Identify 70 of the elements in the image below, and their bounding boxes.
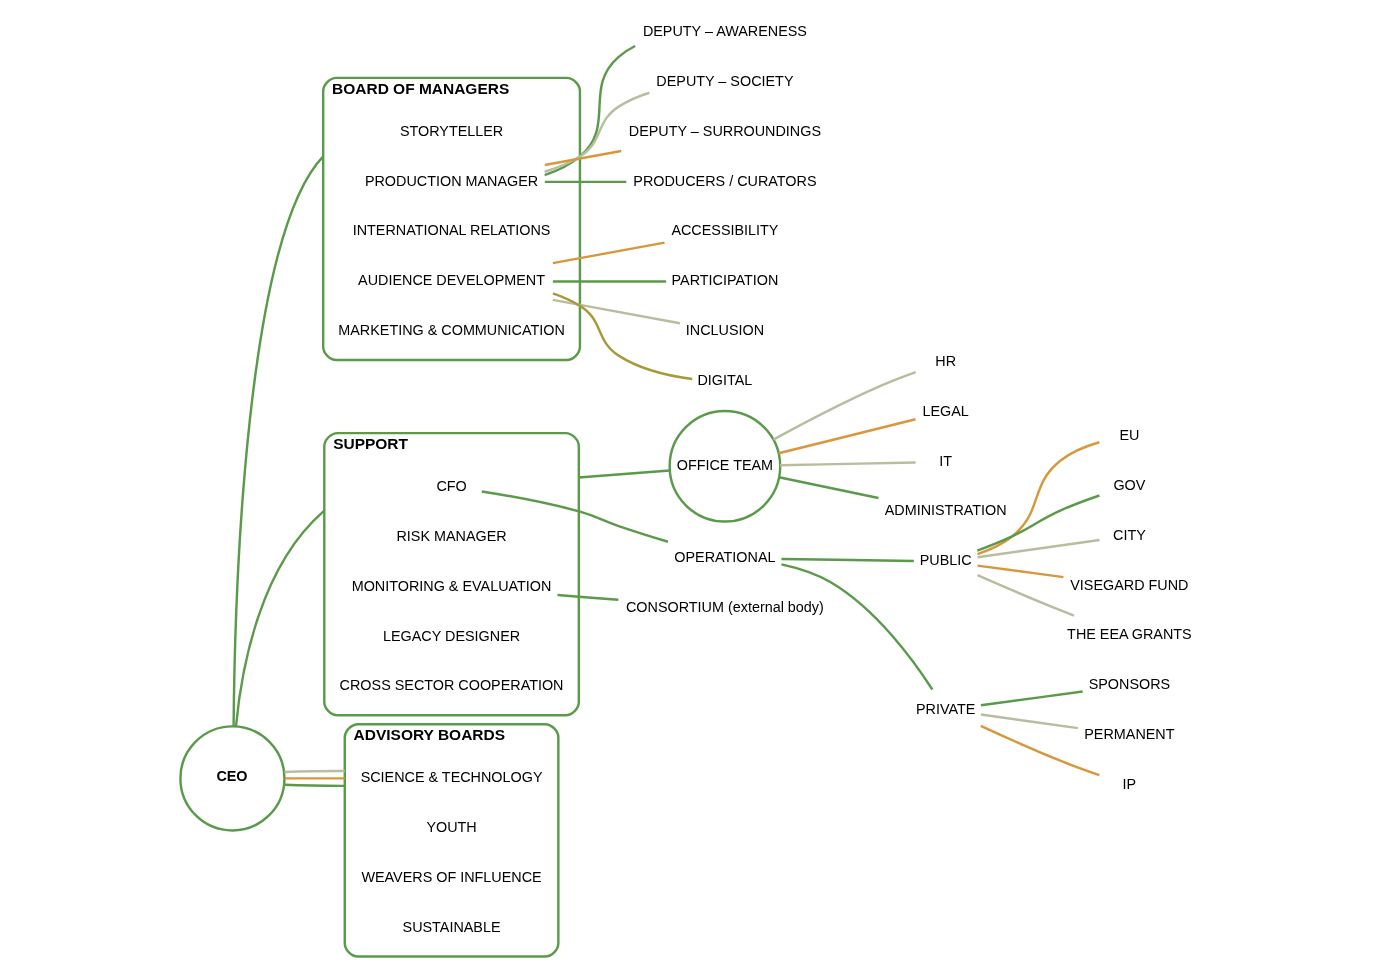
node-text: CROSS SECTOR COOPERATION <box>339 677 564 694</box>
connector <box>977 564 1064 579</box>
node-text: SCIENCE & TECHNOLOGY <box>360 769 543 786</box>
connector <box>552 241 665 265</box>
node-text: CITY <box>1113 526 1146 543</box>
node-text: HR <box>935 353 957 370</box>
node-text: LEGAL <box>922 402 969 419</box>
connector <box>778 476 879 500</box>
node-text: PRODUCTION MANAGER <box>364 172 539 189</box>
node-text: STORYTELLER <box>399 122 504 139</box>
connector <box>976 494 1100 552</box>
connector <box>234 509 326 727</box>
connector <box>778 418 916 455</box>
node-text: PRODUCERS / CURATORS <box>633 172 817 189</box>
connector <box>552 292 693 381</box>
node-text: IT <box>939 452 953 469</box>
node-text: RISK MANAGER <box>396 527 507 544</box>
node-text: SPONSORS <box>1088 676 1171 693</box>
node-text: CFO <box>436 478 467 495</box>
node-text: PRIVATE <box>916 700 976 717</box>
node-text: LEGACY DESIGNER <box>382 627 521 644</box>
connector <box>976 574 1075 617</box>
node-text: DIGITAL <box>697 371 753 388</box>
node-text: EU <box>1119 427 1140 444</box>
node-text: ACCESSIBILITY <box>671 222 779 239</box>
node-text: GOV <box>1113 477 1146 493</box>
node-text: PUBLIC <box>919 552 972 569</box>
node-text: OPERATIONAL <box>674 548 776 565</box>
node-text: DEPUTY – SOCIETY <box>656 73 794 90</box>
node-text: WEAVERS OF INFLUENCE <box>361 868 542 885</box>
connector <box>284 777 345 780</box>
connector <box>544 91 650 173</box>
connector <box>284 783 345 788</box>
node-circle: OFFICE TEAM <box>668 409 782 523</box>
node-text: INTERNATIONAL RELATIONS <box>352 222 551 239</box>
connector <box>544 44 636 177</box>
node-text: CONSORTIUM (external body) <box>625 598 824 615</box>
node-text: DEPUTY – SURROUNDINGS <box>628 122 822 139</box>
connector <box>557 593 619 601</box>
node-text: THE EEA GRANTS <box>1067 626 1192 643</box>
node-text: MONITORING & EVALUATION <box>351 577 552 594</box>
connector <box>481 490 669 543</box>
node-text: MARKETING & COMMUNICATION <box>338 322 565 339</box>
connector <box>977 538 1100 559</box>
connector <box>781 563 934 691</box>
connector <box>552 298 681 325</box>
connector <box>284 769 345 774</box>
node-text: DEPUTY – AWARENESS <box>642 23 807 40</box>
node-text: IP <box>1122 775 1137 792</box>
connector <box>232 155 325 727</box>
connector <box>980 690 1083 707</box>
connector <box>781 557 914 563</box>
connector <box>544 180 627 184</box>
node-text: PARTICIPATION <box>671 272 779 289</box>
connector <box>977 441 1100 556</box>
connector <box>980 713 1079 730</box>
connector <box>544 149 622 167</box>
node-text: ADMINISTRATION <box>884 502 1007 519</box>
node-text: PERMANENT <box>1084 726 1175 742</box>
node-circle: CEO <box>179 725 286 832</box>
node-text: AUDIENCE DEVELOPMENT <box>358 272 546 289</box>
node-text: SUSTAINABLE <box>402 918 501 935</box>
connector <box>780 461 916 467</box>
connector <box>980 724 1100 777</box>
connector <box>772 370 917 441</box>
node-text: YOUTH <box>426 818 477 835</box>
connector <box>578 469 670 479</box>
node-text: VISEGARD FUND <box>1070 576 1189 593</box>
node-text: INCLUSION <box>685 322 765 339</box>
connector <box>552 280 667 283</box>
